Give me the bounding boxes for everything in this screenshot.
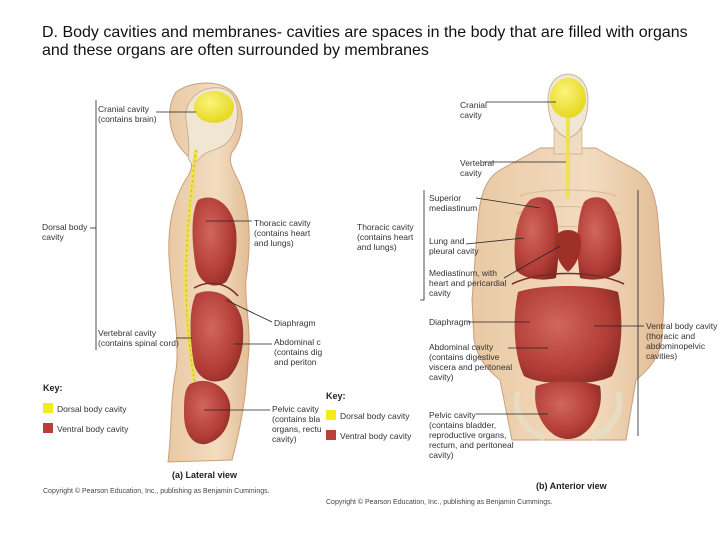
anterior-view-illustration — [420, 74, 664, 440]
label-lung-pleural-cavity: Lung and pleural cavity — [429, 236, 479, 256]
label-mediastinum: Mediastinum, with heart and pericardial … — [429, 268, 507, 298]
anterior-copyright: Copyright © Pearson Education, Inc., pub… — [326, 499, 553, 506]
label-abdominal-cavity-lateral: Abdominal c (contains dig and periton — [274, 337, 322, 367]
label-thoracic-cavity-anterior: Thoracic cavity (contains heart and lung… — [357, 222, 414, 252]
label-cranial-cavity-anterior: Cranial cavity — [460, 100, 487, 120]
label-pelvic-cavity-lateral: Pelvic cavity (contains bla organs, rect… — [272, 404, 322, 444]
label-diaphragm-lateral: Diaphragm — [274, 318, 316, 328]
anterior-key-label-ventral: Ventral body cavity — [340, 431, 411, 441]
anterior-brain — [550, 78, 586, 118]
anterior-view-caption: (b) Anterior view — [536, 481, 607, 491]
lateral-key-swatch-dorsal — [43, 403, 53, 413]
anterior-key-swatch-dorsal — [326, 410, 336, 420]
label-vertebral-cavity-lateral: Vertebral cavity (contains spinal cord) — [98, 328, 179, 348]
lateral-brain — [194, 91, 234, 123]
label-ventral-body-cavity: Ventral body cavity (thoracic and abdomi… — [646, 321, 717, 361]
anterior-key-title: Key: — [326, 391, 346, 401]
lateral-key-swatch-ventral — [43, 423, 53, 433]
label-diaphragm-anterior: Diaphragm — [429, 317, 471, 327]
lateral-key-label-ventral: Ventral body cavity — [57, 424, 128, 434]
label-thoracic-cavity-lateral: Thoracic cavity (contains heart and lung… — [254, 218, 311, 248]
label-vertebral-cavity-anterior: Vertebral cavity — [460, 158, 494, 178]
label-pelvic-cavity-anterior: Pelvic cavity (contains bladder, reprodu… — [429, 410, 514, 460]
lateral-key-title: Key: — [43, 383, 63, 393]
label-superior-mediastinum: Superior mediastinum — [429, 193, 477, 213]
lateral-key-label-dorsal: Dorsal body cavity — [57, 404, 126, 414]
anterior-key-swatch-ventral — [326, 430, 336, 440]
lateral-copyright: Copyright © Pearson Education, Inc., pub… — [43, 488, 270, 495]
lateral-view-caption: (a) Lateral view — [172, 470, 237, 480]
anterior-abdominal-organs — [515, 286, 622, 384]
label-abdominal-cavity-anterior: Abdominal cavity (contains digestive vis… — [429, 342, 512, 382]
label-dorsal-body-cavity: Dorsal body cavity — [42, 222, 87, 242]
anterior-key-label-dorsal: Dorsal body cavity — [340, 411, 409, 421]
label-cranial-cavity-lateral: Cranial cavity (contains brain) — [98, 104, 157, 124]
